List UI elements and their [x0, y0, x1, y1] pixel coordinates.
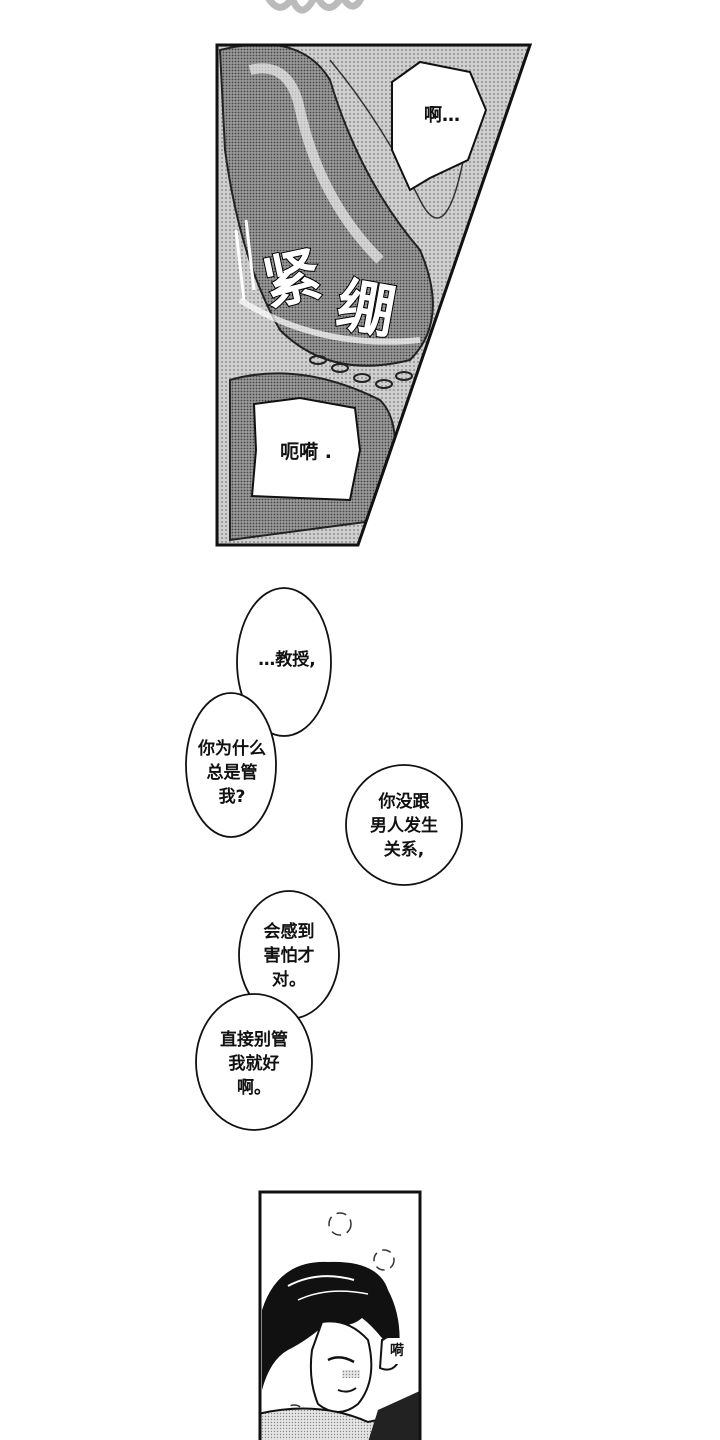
- bubble-text: 啊…: [424, 105, 460, 126]
- character-artwork: [260, 1212, 420, 1440]
- speech-bubble-professor: …教授,: [240, 640, 334, 680]
- speech-bubble-leave-me: 直接别管 我就好 啊。: [200, 1026, 308, 1102]
- speech-bubble-outline: [391, 60, 488, 192]
- speech-bubble-why: 你为什么 总是管 我?: [188, 735, 276, 811]
- bubble-text: 你为什么 总是管 我?: [198, 739, 266, 807]
- manga-panel-bottom: [258, 1190, 422, 1440]
- speech-bubble-gasp: 啊…: [402, 96, 482, 136]
- middle-bubbles-outline: [185, 587, 463, 1131]
- speech-bubble-no-relation: 你没跟 男人发生 关系,: [352, 788, 456, 864]
- bubble-text: 直接别管 我就好 啊。: [220, 1030, 288, 1098]
- speech-bubble-outline: [250, 396, 362, 502]
- bubble-text: 你没跟 男人发生 关系,: [370, 792, 438, 860]
- speech-bubble-groan: 呃嗬 .: [256, 430, 356, 474]
- bubble-text: 呃嗬 .: [280, 441, 332, 463]
- speech-bubble-afraid: 会感到 害怕才 对。: [244, 918, 334, 994]
- sfx-sigh: 嗬: [383, 1338, 411, 1364]
- manga-panel-top: [215, 43, 533, 547]
- bubble-text: 会感到 害怕才 对。: [263, 922, 315, 990]
- bubble-text: …教授,: [258, 650, 316, 670]
- top-cropped-sfx: [265, 0, 365, 14]
- sfx-text: 嗬: [390, 1343, 404, 1359]
